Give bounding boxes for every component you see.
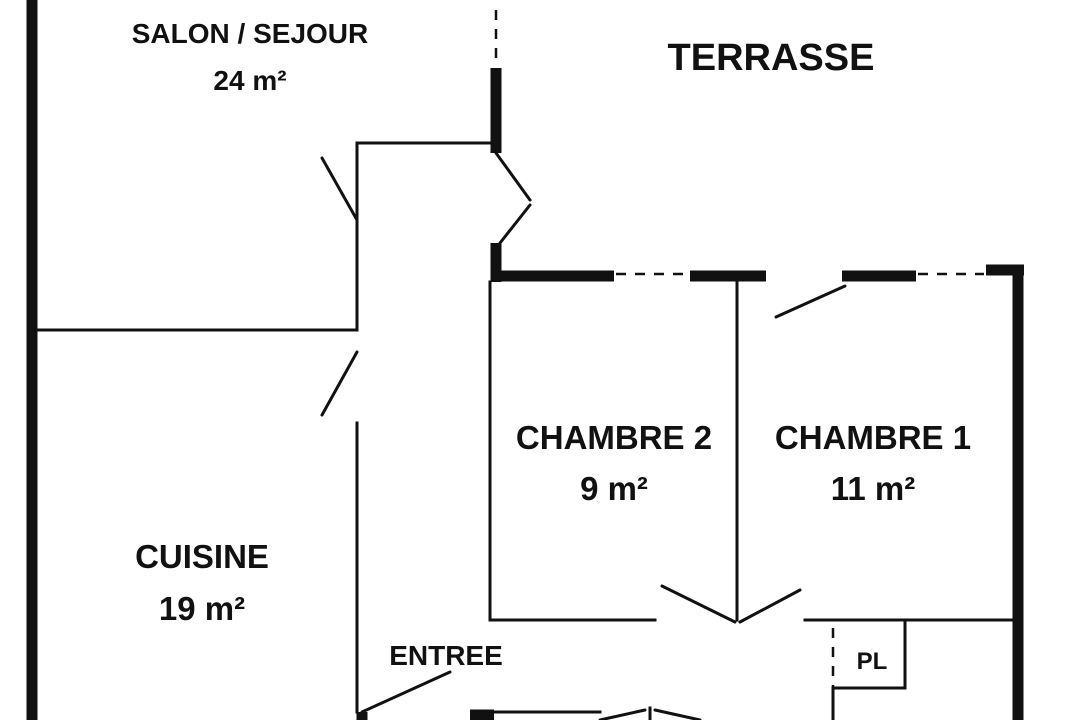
door-terrasse-leaf [498, 203, 532, 245]
door-bathroom-left [598, 708, 647, 720]
placard-name: PL [857, 648, 888, 675]
door-bathroom-right [653, 708, 702, 720]
chambre1-name: CHAMBRE 1 [775, 419, 971, 456]
door-cuisine [320, 350, 359, 417]
door-entree [360, 670, 452, 714]
chambre2-area: 9 m² [580, 470, 648, 507]
door-chambre1 [738, 588, 802, 624]
terrasse-name: TERRASSE [668, 37, 875, 79]
cuisine-area: 19 m² [159, 590, 245, 627]
entree-name: ENTREE [389, 640, 503, 671]
door-chambre2 [660, 584, 737, 624]
door-chambre1-terrasse [774, 284, 847, 319]
chambre1-area: 11 m² [831, 470, 915, 507]
cuisine-name: CUISINE [135, 538, 269, 575]
chambre2-name: CHAMBRE 2 [516, 419, 712, 456]
door-salon [320, 156, 359, 222]
salon-name: SALON / SEJOUR [132, 18, 368, 49]
salon-area: 24 m² [213, 65, 286, 96]
door-terrasse [494, 151, 532, 202]
